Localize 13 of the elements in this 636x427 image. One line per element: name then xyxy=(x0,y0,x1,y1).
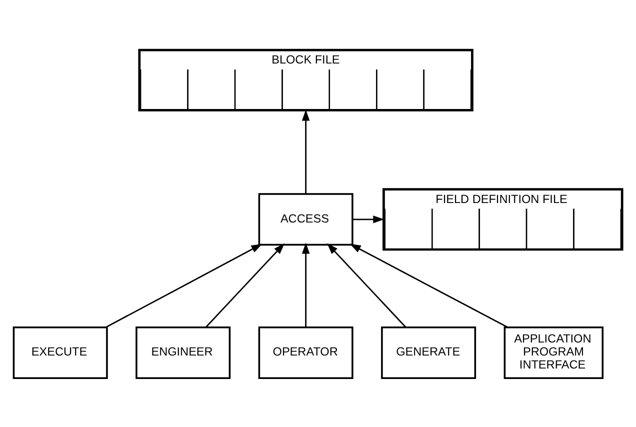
node-box: ENGINEER xyxy=(135,326,230,380)
node-box: OPERATOR xyxy=(258,326,353,380)
node-box: EXECUTE xyxy=(12,326,108,380)
node-box: APPLICATION PROGRAM INTERFACE xyxy=(503,326,603,380)
arrow xyxy=(301,110,310,194)
arrow xyxy=(301,242,310,328)
arrow xyxy=(326,243,406,328)
node-box: GENERATE xyxy=(380,326,476,380)
arrow xyxy=(352,216,384,224)
arrow xyxy=(204,243,284,328)
node-box: ACCESS xyxy=(258,193,353,246)
arrow xyxy=(349,244,508,328)
arrow xyxy=(105,244,262,328)
